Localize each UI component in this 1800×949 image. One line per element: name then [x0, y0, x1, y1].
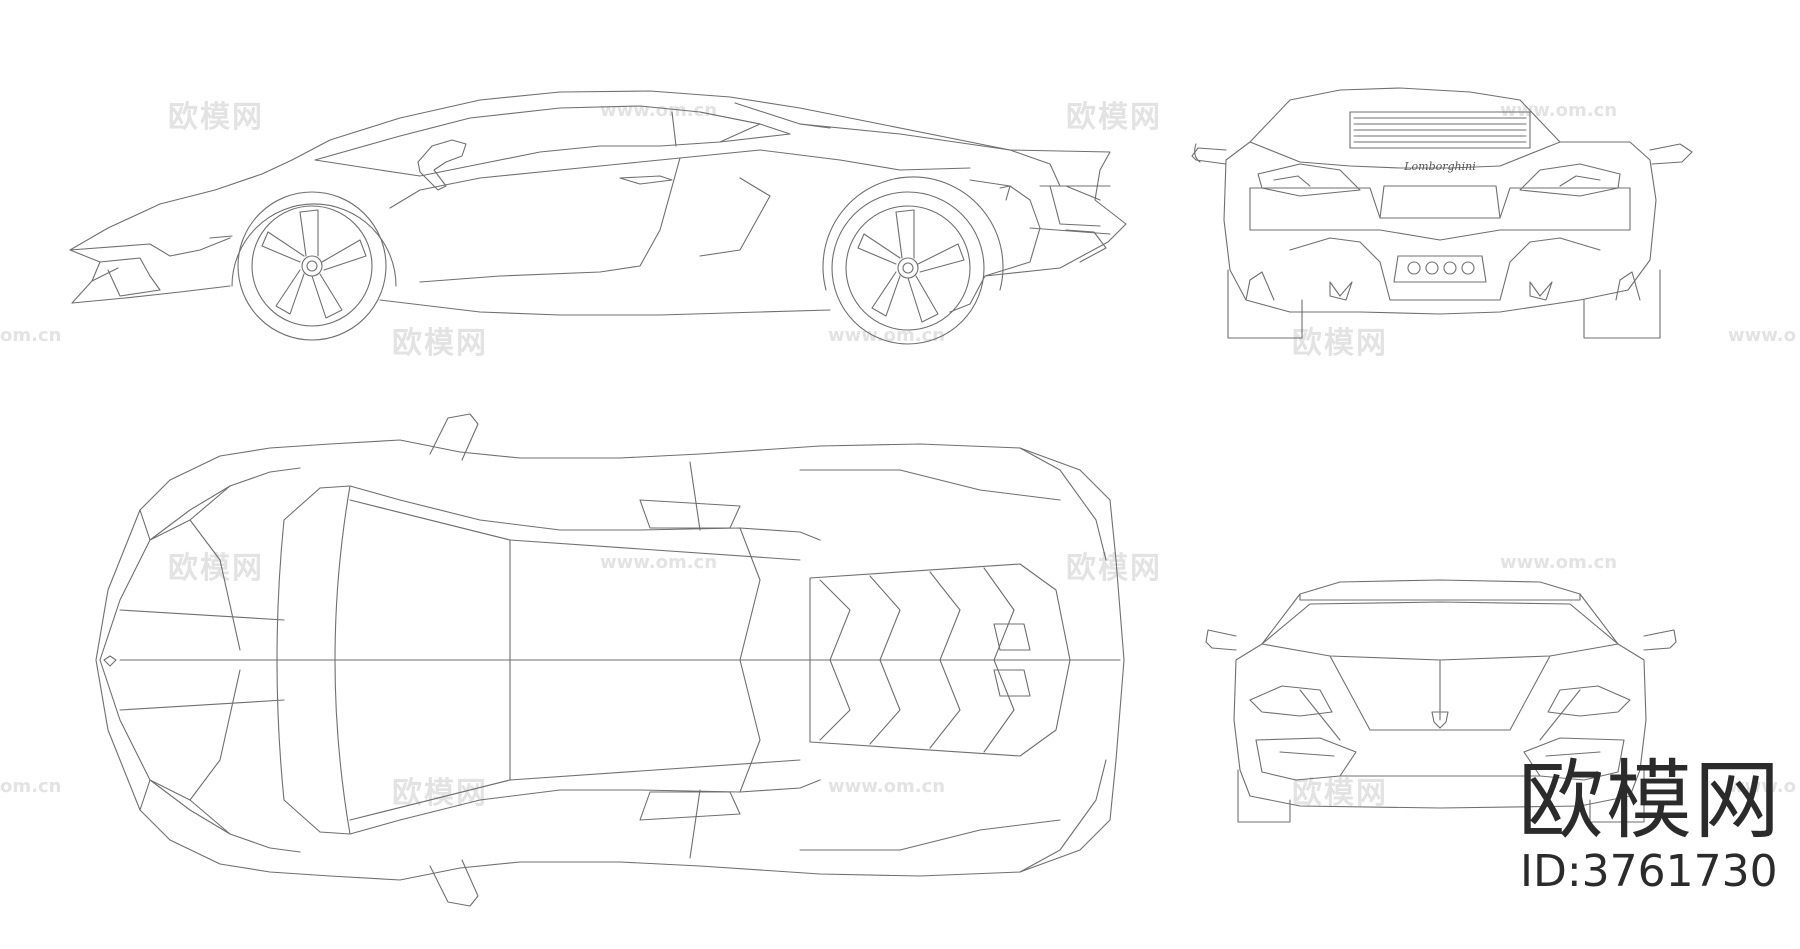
top-view [95, 413, 1125, 907]
side-view [69, 90, 1127, 345]
asset-id-label: ID:3761730 [1520, 846, 1778, 897]
front-view [1205, 579, 1677, 823]
brand-logo-text: 欧模网 [1518, 751, 1782, 851]
rear-badge-text: Lomborghini [1403, 160, 1476, 173]
rear-view: Lomborghini [1191, 87, 1693, 339]
